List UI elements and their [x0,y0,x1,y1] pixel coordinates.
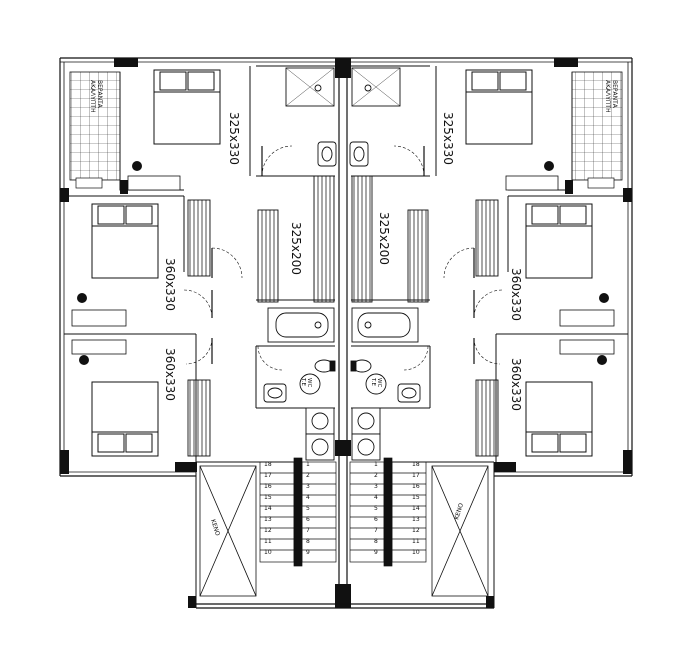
dim-top-left: 325x330 [227,112,241,165]
wc-left: WC T.E [299,373,321,395]
outer-walls [59,57,633,608]
wardrobes [187,175,499,457]
toilets [314,359,372,373]
stair-step-number: 12 [412,527,420,534]
dim-top-right: 325x330 [441,112,455,165]
stair-step-number: 15 [412,494,420,501]
stair-step-numbers: 1817161514131211101234567891234567891817… [264,461,420,556]
void-label-right: ΚΕΝΟ [453,502,465,521]
stair-step-number: 16 [412,483,420,490]
door-swings [183,145,503,371]
interior-walls [64,65,628,609]
stair-step-number: 7 [374,527,378,534]
stair-step-number: 18 [412,461,420,468]
dim-center-left: 325x200 [289,222,303,275]
door-leaves [211,146,475,364]
stair-step-number: 13 [412,516,420,523]
stair-step-number: 2 [306,472,310,479]
wc-label-right-2: T.E [370,377,376,386]
stair-step-number: 12 [264,527,272,534]
stair-step-number: 10 [264,549,272,556]
dim-mid-right: 360x330 [509,268,523,321]
bathtubs [267,307,419,343]
stair-step-number: 17 [412,472,420,479]
veranda-label-left-2: ΒΕΡΑΝΤΑ [96,80,103,109]
stair-step-number: 1 [306,461,310,468]
void-label-left: ΚΕΝΟ [209,518,221,537]
structural-columns [60,58,632,608]
lamps [77,161,609,365]
veranda-label-left-1: ΑΚΑΛΥΠΤΗ [89,80,96,113]
shower-top-left [285,67,335,107]
stair-step-number: 7 [306,527,310,534]
stair-step-number: 11 [412,538,420,545]
stair-step-number: 6 [374,516,378,523]
stair-step-number: 18 [264,461,272,468]
wc-label-right-1: WC [376,378,382,387]
desks [71,175,615,355]
stair-step-number: 6 [306,516,310,523]
veranda-right: ΑΚΑΛΥΠΤΗ ΒΕΡΑΝΤΑ [571,71,623,189]
dim-center-right: 325x200 [377,212,391,265]
stair-step-number: 17 [264,472,272,479]
stair-step-number: 9 [374,549,378,556]
void-left: ΚΕΝΟ [199,465,257,597]
wc-right: WC T.E [365,373,387,395]
bed-top-right [465,69,533,145]
wc-label-left-2: T.E [300,377,306,386]
wc-label-left-1: WC [306,378,312,387]
dim-lower-left: 360x330 [163,348,177,401]
stair-step-number: 16 [264,483,272,490]
dimension-labels: 325x330 325x330 325x200 325x200 360x330 … [163,112,523,411]
washing-machines [305,407,381,461]
bed-mid-right [525,203,593,279]
stair-right [349,457,427,567]
dim-mid-left: 360x330 [163,258,177,311]
basins-lower [263,383,421,403]
dim-lower-right: 360x330 [509,358,523,411]
veranda-left: ΑΚΑΛΥΠΤΗ ΒΕΡΑΝΤΑ [69,71,121,189]
stair-step-number: 3 [306,483,310,490]
stair-step-number: 14 [264,505,272,512]
bed-lower-right [525,381,593,457]
bed-mid-left [91,203,159,279]
stair-left [259,457,337,567]
stair-step-number: 5 [374,505,378,512]
stair-step-number: 10 [412,549,420,556]
stair-step-number: 9 [306,549,310,556]
stair-step-number: 4 [374,494,378,501]
veranda-label-right-1: ΑΚΑΛΥΠΤΗ [604,80,611,113]
stair-step-number: 14 [412,505,420,512]
stair-step-number: 2 [374,472,378,479]
stair-step-number: 13 [264,516,272,523]
stair-step-number: 8 [374,538,378,545]
shower-top-right [351,67,401,107]
stair-step-number: 5 [306,505,310,512]
stair-step-number: 3 [374,483,378,490]
stair-step-number: 4 [306,494,310,501]
basin-top [317,141,369,167]
stair-step-number: 8 [306,538,310,545]
void-right: ΚΕΝΟ [431,465,489,597]
stair-step-number: 11 [264,538,272,545]
stair-step-number: 15 [264,494,272,501]
bed-top-left [153,69,221,145]
bed-lower-left [91,381,159,457]
stair-step-number: 1 [374,461,378,468]
veranda-label-right-2: ΒΕΡΑΝΤΑ [611,80,618,109]
